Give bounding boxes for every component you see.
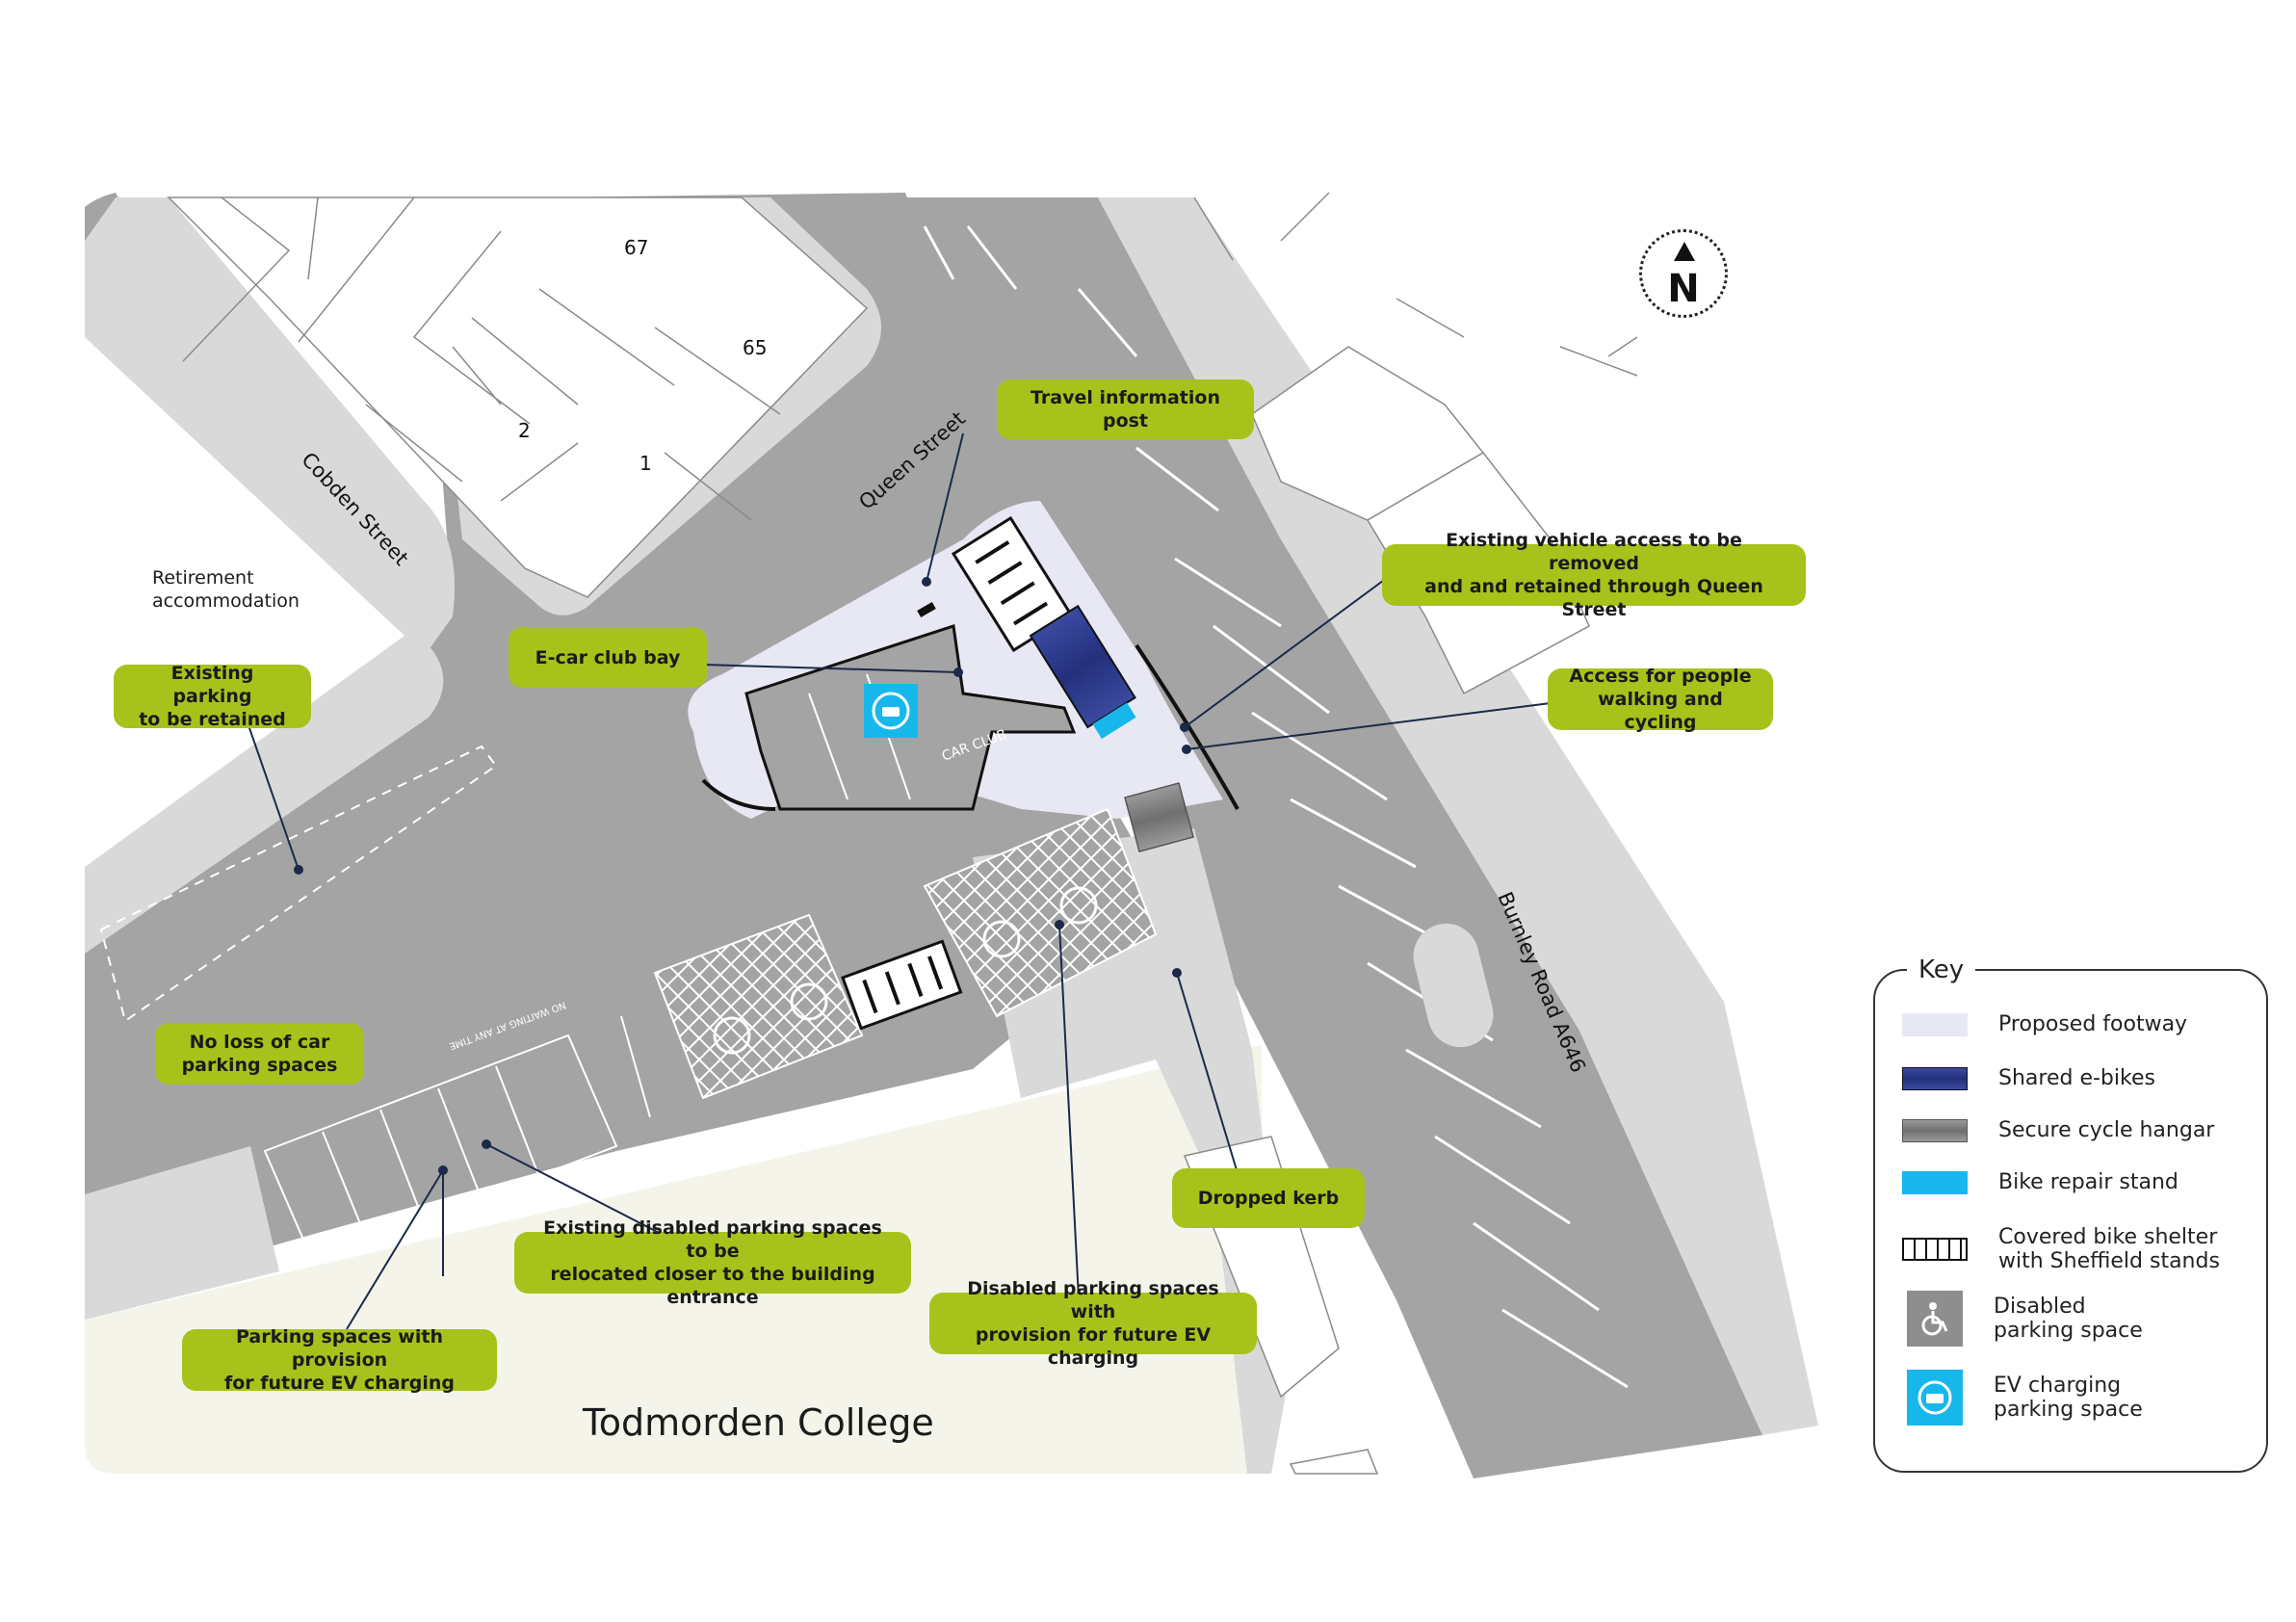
building-number-2: 2	[518, 419, 531, 442]
leader-lines	[248, 432, 1552, 1330]
building-south-2	[1289, 1449, 1379, 1475]
disabled-bays-west	[653, 913, 864, 1100]
callout-disabled-ev: Disabled parking spaces with provision f…	[929, 1278, 1257, 1369]
key-item-covered-bike-shelter: Covered bike shelter with Sheffield stan…	[1902, 1225, 2220, 1273]
callout-travel-information-post: Travel information post	[997, 379, 1254, 439]
college-title: Todmorden College	[583, 1401, 934, 1444]
callout-no-loss-parking: No loss of car parking spaces	[155, 1023, 364, 1085]
parking-spaces-south	[263, 1033, 618, 1264]
pavement-cobden	[85, 197, 455, 684]
ev-charging-icon	[864, 684, 918, 738]
building-number-1: 1	[639, 452, 652, 475]
building-lines	[182, 196, 781, 521]
north-label: N	[1667, 267, 1700, 311]
retirement-accommodation-label: Retirement accommodation	[152, 567, 300, 612]
key-item-shared-ebikes: Shared e-bikes	[1902, 1066, 2155, 1090]
building-number-65: 65	[743, 336, 767, 359]
bike-shelter-south	[841, 939, 963, 1031]
key-label: Proposed footway	[1998, 1012, 2188, 1036]
burnley-road-footway	[1098, 197, 1818, 1435]
callout-vehicle-access: Existing vehicle access to be removed an…	[1382, 530, 1806, 620]
key-item-secure-cycle-hangar: Secure cycle hangar	[1902, 1118, 2214, 1142]
wheelchair-icon	[1907, 1291, 1963, 1347]
bike-shelter-icon	[1902, 1238, 1968, 1261]
callout-dropped-kerb: Dropped kerb	[1172, 1168, 1365, 1228]
disabled-bays-east	[923, 807, 1158, 1018]
key-label: Bike repair stand	[1998, 1170, 2179, 1194]
key-label: EV charging parking space	[1994, 1373, 2143, 1422]
building-east-lines	[1193, 192, 1638, 377]
callout-access-walking-cycling: Access for people walking and cycling	[1548, 666, 1773, 733]
key-item-bike-repair-stand: Bike repair stand	[1902, 1170, 2179, 1194]
callout-parking-ev: Parking spaces with provision for future…	[182, 1326, 497, 1394]
footway-edge-west	[701, 778, 776, 811]
pavement-south	[973, 828, 1291, 1474]
proposed-footway-swatch	[1902, 1012, 1968, 1036]
key-label: Secure cycle hangar	[1998, 1118, 2215, 1142]
north-arrow-icon	[1674, 242, 1695, 261]
central-island	[1413, 923, 1494, 1048]
key-label: Disabled parking space	[1994, 1295, 2143, 1343]
retirement-site	[85, 337, 404, 867]
callout-ecar-club-bay: E-car club bay	[509, 627, 707, 688]
key-item-disabled-parking: Disabled parking space	[1902, 1291, 2143, 1347]
building-block	[167, 196, 869, 598]
leader-dots	[294, 577, 1191, 1175]
key-item-proposed-footway: Proposed footway	[1902, 1012, 2187, 1036]
secure-cycle-hangar	[1124, 782, 1194, 852]
shared-ebikes-swatch	[1902, 1066, 1968, 1090]
travel-info-post-marker	[917, 602, 936, 617]
ev-charging-icon	[1907, 1370, 1963, 1426]
building-number-67: 67	[624, 236, 648, 259]
secure-cycle-hangar-swatch	[1902, 1118, 1968, 1142]
key-item-ev-charging: EV charging parking space	[1902, 1370, 2143, 1426]
existing-parking-dashed	[99, 745, 498, 1023]
pavement-sw	[85, 1146, 279, 1320]
parking-space-lines	[322, 1015, 651, 1243]
key-label: Covered bike shelter with Sheffield stan…	[1998, 1225, 2220, 1273]
shared-ebikes	[1029, 604, 1136, 740]
north-arrow: N	[1639, 229, 1728, 318]
callout-existing-parking: Existing parking to be retained	[114, 663, 311, 730]
callout-disabled-relocated: Existing disabled parking spaces to be r…	[514, 1217, 911, 1308]
key-label: Shared e-bikes	[1998, 1066, 2155, 1090]
key-title: Key	[1907, 955, 1976, 984]
car-park-asphalt	[85, 193, 1170, 1295]
bike-repair-stand-swatch	[1902, 1170, 1968, 1194]
footway-edge-east	[1135, 643, 1239, 810]
